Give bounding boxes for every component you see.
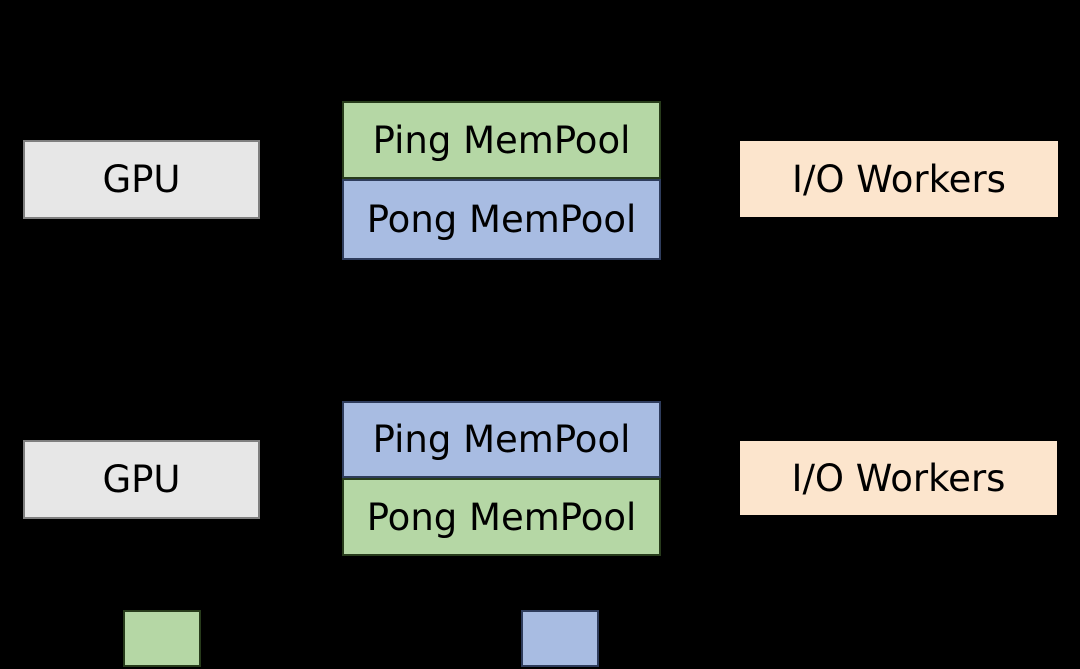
pong-mempool-box-top-label: Pong MemPool [366,198,637,241]
io-workers-box-top-label: I/O Workers [792,157,1006,201]
gpu-box-top: GPU [23,140,260,219]
legend-blue-swatch [521,610,599,667]
ping-mempool-box-top: Ping MemPool [342,101,661,179]
pong-mempool-box-bottom-label: Pong MemPool [366,495,637,539]
gpu-box-bottom-label: GPU [102,458,181,501]
gpu-box-top-label: GPU [102,158,181,201]
ping-mempool-box-bottom: Ping MemPool [342,401,661,478]
io-workers-box-bottom: I/O Workers [740,441,1057,515]
gpu-box-bottom: GPU [23,440,260,519]
io-workers-box-bottom-label: I/O Workers [791,456,1006,500]
legend-green-swatch [123,610,201,667]
ping-mempool-box-bottom-label: Ping MemPool [372,418,631,461]
pong-mempool-box-top: Pong MemPool [342,179,661,260]
io-workers-box-top: I/O Workers [740,141,1058,217]
pong-mempool-box-bottom: Pong MemPool [342,478,661,556]
ping-mempool-box-top-label: Ping MemPool [372,118,631,162]
